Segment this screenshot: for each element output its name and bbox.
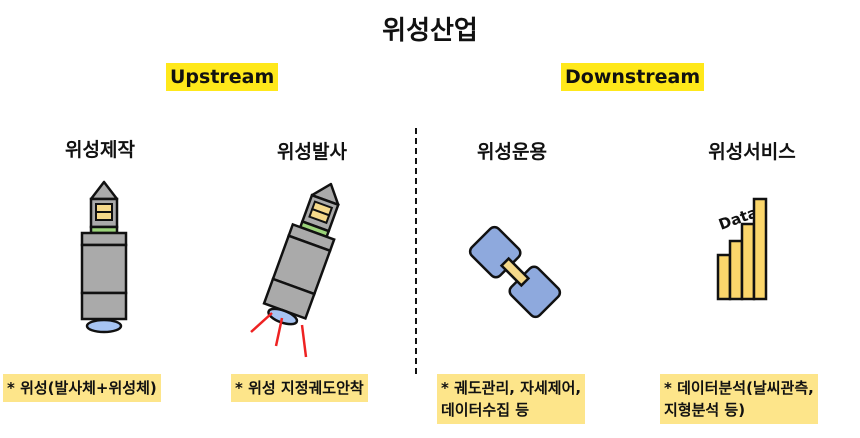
rocket-icon (74, 180, 134, 335)
page-title: 위성산업 (0, 10, 860, 47)
note-launch: * 위성 지정궤도안착 (231, 374, 368, 402)
launching-rocket-icon (245, 170, 375, 370)
data-bars-icon: Data (697, 195, 777, 305)
upstream-label: Upstream (166, 63, 278, 91)
note-manufacturing: * 위성(발사체+위성체) (3, 374, 161, 402)
category-operation: 위성운용 (432, 137, 592, 164)
category-manufacturing: 위성제작 (20, 135, 180, 162)
note-operation: * 궤도관리, 자세제어, 데이터수집 등 (437, 374, 585, 424)
category-service: 위성서비스 (672, 137, 832, 164)
downstream-label: Downstream (561, 63, 704, 91)
satellite-icon (458, 215, 578, 325)
category-launch: 위성발사 (232, 137, 392, 164)
exhaust-line (251, 313, 272, 332)
upstream-downstream-divider (415, 128, 417, 374)
note-service: * 데이터분석(날씨관측, 지형분석 등) (660, 374, 818, 424)
exhaust-line (302, 325, 306, 357)
